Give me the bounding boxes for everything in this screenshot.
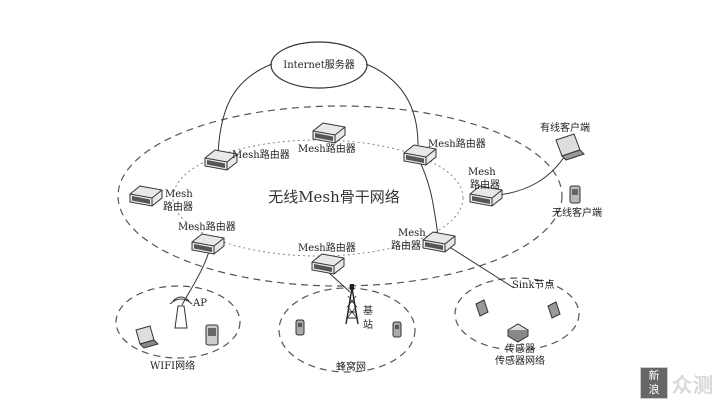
mobile-phone-icon	[295, 319, 305, 336]
sink-node-label: Sink节点	[512, 279, 555, 291]
backbone-network-label: 无线Mesh骨干网络	[268, 188, 400, 206]
link-server-left	[217, 63, 273, 156]
router-left	[129, 185, 163, 207]
router-top-mid	[312, 122, 346, 144]
router-right-label-line2: 路由器	[470, 178, 500, 191]
router-left-lower-label: Mesh路由器	[178, 220, 236, 233]
watermark-logo: 新 浪	[640, 367, 668, 399]
link-server-right	[365, 63, 419, 146]
router-left-lower	[191, 233, 225, 255]
link-router-wired-client	[497, 153, 567, 196]
backbone-outer-ellipse	[117, 105, 563, 287]
cellular-network-ellipse	[278, 287, 416, 373]
link-router-ap	[181, 247, 211, 306]
access-point-icon	[169, 296, 193, 329]
router-left-label-line2: 路由器	[163, 200, 193, 213]
mobile-phone-icon	[569, 185, 581, 204]
cellular-network-label: 蜂窝网	[336, 360, 366, 373]
router-bottom-right-label-line1: Mesh	[398, 228, 426, 239]
watermark-text: 众测	[672, 372, 714, 397]
mobile-phone-icon	[392, 321, 402, 338]
sensor-device-icon	[507, 323, 529, 343]
router-bottom-mid-label: Mesh路由器	[298, 241, 356, 254]
cell-tower-icon	[345, 284, 359, 325]
sensor-label: 传感器	[505, 342, 535, 355]
internet-server-node	[270, 41, 368, 89]
pda-icon	[205, 324, 219, 346]
sensor-node-icon	[475, 299, 489, 317]
laptop-icon	[555, 133, 585, 161]
router-bottom-right-label-line2: 路由器	[391, 239, 421, 252]
internet-server-label: Internet服务器	[283, 58, 354, 71]
router-left-label-line1: Mesh	[165, 189, 193, 200]
wired-client-label: 有线客户端	[540, 121, 590, 134]
sensor-node-icon	[547, 301, 561, 319]
base-station-label-line2: 站	[363, 318, 373, 331]
link-bottom-router-tower	[327, 271, 351, 293]
sensor-network-ellipse	[454, 277, 580, 351]
link-right-router-down	[417, 157, 439, 236]
router-right-label-line1: Mesh	[468, 167, 496, 178]
laptop-icon	[135, 325, 159, 349]
router-top-mid-label: Mesh路由器	[298, 142, 356, 155]
link-router-sink	[447, 245, 515, 289]
wifi-network-label: WIFI网络	[150, 359, 195, 372]
router-top-left-label: Mesh路由器	[232, 148, 290, 161]
ap-label: AP	[192, 298, 207, 309]
base-station-label-line1: 基	[363, 304, 373, 317]
watermark: 新 浪 众测	[640, 367, 714, 399]
sensor-network-label: 传感器网络	[495, 354, 545, 367]
wireless-client-label: 无线客户端	[552, 206, 602, 219]
router-bottom-mid	[311, 253, 345, 275]
router-bottom-right	[422, 231, 456, 253]
wifi-network-ellipse	[115, 285, 241, 359]
router-top-right-label: Mesh路由器	[428, 137, 486, 150]
